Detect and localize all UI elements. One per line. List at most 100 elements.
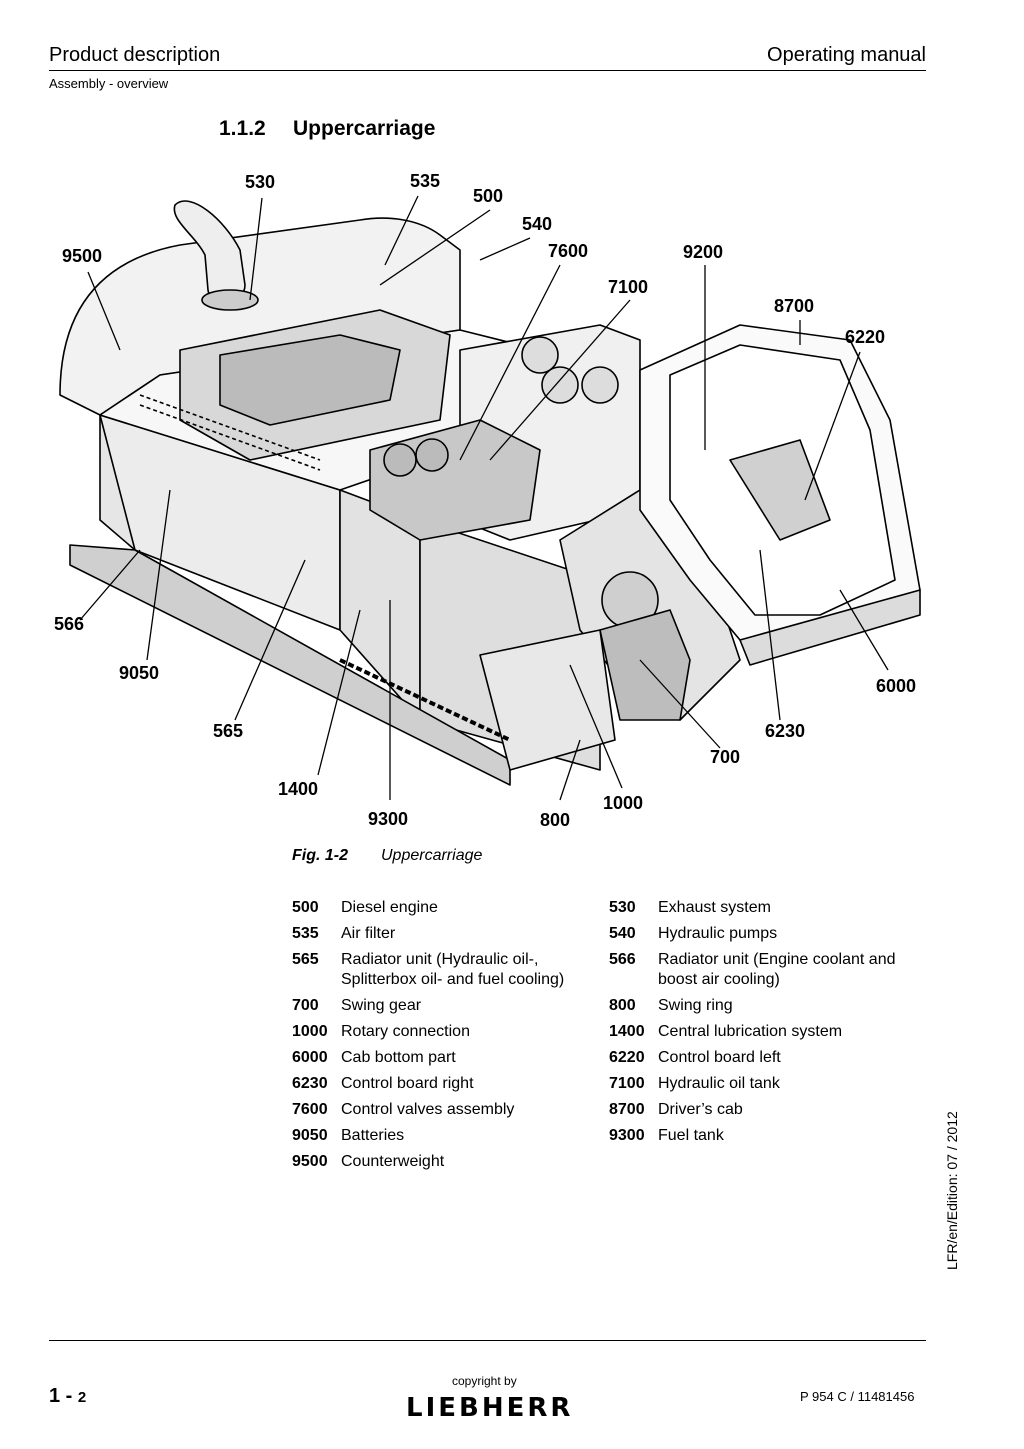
legend-item: 540 Hydraulic pumps <box>609 924 926 944</box>
callout-6220: 6220 <box>845 327 885 347</box>
legend-description: Batteries <box>341 1127 405 1144</box>
callout-labels: 530 535 500 540 7600 9200 7100 8700 6220… <box>54 171 916 830</box>
callout-566: 566 <box>54 614 84 634</box>
legend-description: Radiator unit (Engine coolant and boost … <box>658 951 896 988</box>
legend-code: 9050 <box>292 1127 328 1144</box>
legend-code: 6230 <box>292 1075 328 1092</box>
legend-description: Swing ring <box>658 997 733 1014</box>
figure-caption: Fig. 1-2 Uppercarriage <box>292 847 482 865</box>
legend-code: 1000 <box>292 1023 328 1040</box>
header-rule <box>49 70 926 71</box>
callout-9300: 9300 <box>368 809 408 829</box>
legend-description: Central lubrication system <box>658 1023 843 1040</box>
legend-item: 535 Air filter <box>292 924 609 944</box>
legend-code: 1400 <box>609 1023 645 1040</box>
callout-700: 700 <box>710 747 740 767</box>
legend-code: 9500 <box>292 1153 328 1170</box>
legend-row: 6000 Cab bottom part 6220 Control board lef… <box>292 1048 932 1068</box>
footer-rule <box>49 1340 926 1341</box>
legend-code: 700 <box>292 997 319 1014</box>
legend-description: Control valves assembly <box>341 1101 515 1118</box>
page-number: 1 - 2 <box>49 1385 86 1408</box>
legend-item: 9500 Counterweight <box>292 1152 609 1172</box>
machine-drawing <box>59 200 921 786</box>
callout-540: 540 <box>522 214 552 234</box>
page-number-major: 1 - <box>49 1385 73 1407</box>
legend-code: 566 <box>609 951 636 968</box>
callout-7100: 7100 <box>608 277 648 297</box>
legend-description: Rotary connection <box>341 1023 470 1040</box>
legend-item: 6220 Control board left <box>609 1048 926 1068</box>
legend-item: 6230 Control board right <box>292 1074 609 1094</box>
legend-description: Hydraulic pumps <box>658 925 778 942</box>
legend-description: Counterweight <box>341 1153 445 1170</box>
legend-code: 530 <box>609 899 636 916</box>
legend-description <box>658 1152 920 1172</box>
section-number: 1.1.2 <box>219 117 266 140</box>
legend-item: 565 Radiator unit (Hydraulic oil-, Splitt… <box>292 950 609 990</box>
legend-code: 7100 <box>609 1075 645 1092</box>
legend-row: 1000 Rotary connection 1400 Central lubrica… <box>292 1022 932 1042</box>
legend-code: 540 <box>609 925 636 942</box>
legend-description: Control board left <box>658 1049 781 1066</box>
header-section-title: Product description <box>49 44 221 66</box>
legend-code: 535 <box>292 925 319 942</box>
legend-row: 565 Radiator unit (Hydraulic oil-, Splitt… <box>292 950 932 990</box>
callout-535: 535 <box>410 171 440 191</box>
document-number: P 954 C / 11481456 <box>800 1389 915 1404</box>
copyright-text: copyright by <box>452 1374 517 1388</box>
figure-label: Fig. 1-2 <box>292 847 349 864</box>
legend-row: 535 Air filter 540 Hydraulic pumps <box>292 924 932 944</box>
legend-description: Exhaust system <box>658 899 771 916</box>
figure-caption-text: Uppercarriage <box>381 847 483 864</box>
legend-item: 1000 Rotary connection <box>292 1022 609 1042</box>
legend-item <box>609 1152 926 1172</box>
callout-1400: 1400 <box>278 779 318 799</box>
header-subtitle: Assembly - overview <box>49 76 169 91</box>
legend-code: 6000 <box>292 1049 328 1066</box>
legend-description: Air filter <box>341 925 396 942</box>
liebherr-logo: LIEBHERR <box>406 1393 574 1423</box>
legend-item: 1400 Central lubrication system <box>609 1022 926 1042</box>
legend-item: 9300 Fuel tank <box>609 1126 926 1146</box>
legend-description: Control board right <box>341 1075 474 1092</box>
legend-item: 6000 Cab bottom part <box>292 1048 609 1068</box>
legend-row: 9500 Counterweight <box>292 1152 932 1172</box>
edition-note: LFR/en/Edition: 07 / 2012 <box>944 1111 960 1270</box>
legend-row: 7600 Control valves assembly 8700 Driver’s … <box>292 1100 932 1120</box>
legend-row: 6230 Control board right 7100 Hydraulic oil… <box>292 1074 932 1094</box>
legend-code: 565 <box>292 951 319 968</box>
legend-description: Fuel tank <box>658 1127 724 1144</box>
legend-code: 9300 <box>609 1127 645 1144</box>
callout-565: 565 <box>213 721 243 741</box>
callout-9200: 9200 <box>683 242 723 262</box>
legend-code <box>609 1152 658 1172</box>
legend-code: 7600 <box>292 1101 328 1118</box>
callout-800: 800 <box>540 810 570 830</box>
uppercarriage-illustration: 530 535 500 540 7600 9200 7100 8700 6220… <box>54 171 921 830</box>
header-manual-title: Operating manual <box>767 44 926 66</box>
legend-item: 7600 Control valves assembly <box>292 1100 609 1120</box>
legend-item: 700 Swing gear <box>292 996 609 1016</box>
legend-code: 8700 <box>609 1101 645 1118</box>
legend-description: Cab bottom part <box>341 1049 456 1066</box>
callout-7600: 7600 <box>548 241 588 261</box>
callout-500: 500 <box>473 186 503 206</box>
leader-lines <box>79 195 889 801</box>
legend-description: Radiator unit (Hydraulic oil-, Splitterb… <box>341 951 565 988</box>
legend-item: 566 Radiator unit (Engine coolant and boo… <box>609 950 926 990</box>
legend-description: Driver’s cab <box>658 1101 743 1118</box>
legend-row: 9050 Batteries 9300 Fuel tank <box>292 1126 932 1146</box>
page-number-minor: 2 <box>77 1389 87 1406</box>
legend-item: 530 Exhaust system <box>609 898 926 918</box>
legend-description: Swing gear <box>341 997 422 1014</box>
legend-description: Diesel engine <box>341 899 438 916</box>
callout-9050: 9050 <box>119 663 159 683</box>
legend-description: Hydraulic oil tank <box>658 1075 780 1092</box>
legend-code: 6220 <box>609 1049 645 1066</box>
